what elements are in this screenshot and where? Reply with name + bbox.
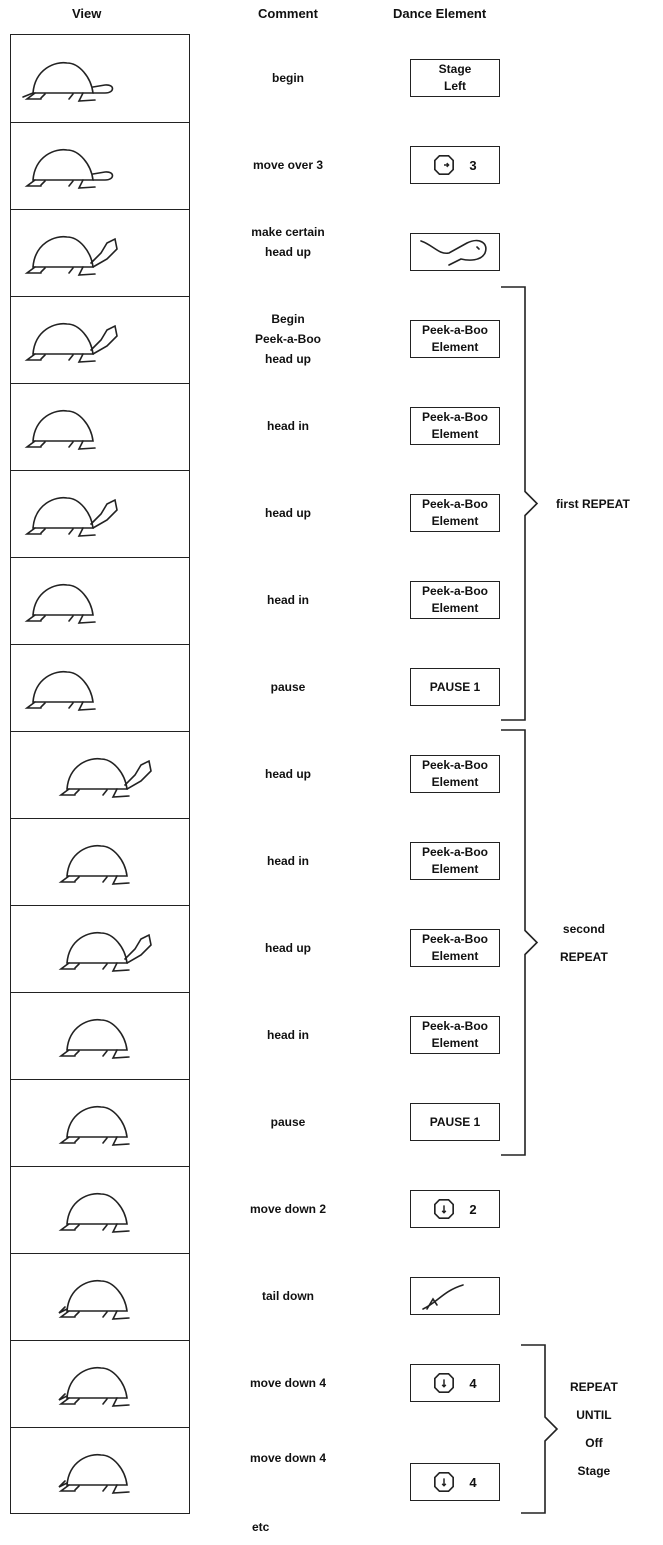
repeat-bracket [501,730,537,1155]
repeat-label: first REPEAT [556,490,630,518]
repeat-bracket [501,287,537,720]
repeat-bracket [521,1345,557,1513]
etc-note: etc [252,1520,269,1534]
